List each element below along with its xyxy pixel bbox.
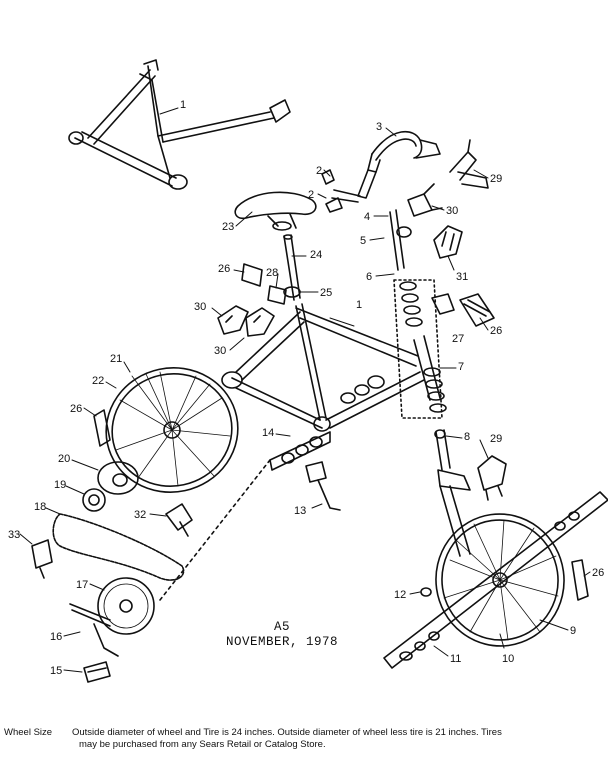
frame-upper-illustration — [68, 59, 291, 190]
footer-line-1: Wheel Size Outside diameter of wheel and … — [4, 727, 604, 739]
callout-clamp: 27 — [452, 333, 464, 345]
chainwheel-illustration — [97, 577, 155, 635]
front-brake-illustration — [477, 455, 507, 501]
callout-reflector-pedal: 26 — [490, 325, 502, 337]
frame-main-illustration — [221, 303, 425, 432]
callout-kickstand: 13 — [294, 505, 306, 517]
callout-crank-arm: 16 — [50, 631, 62, 643]
lever-cluster-illustration — [433, 225, 463, 259]
headset-stack-illustration — [393, 279, 447, 419]
seat-illustration — [234, 191, 317, 231]
callout-frame-top: 1 — [180, 99, 186, 111]
front-wheel-illustration — [435, 513, 565, 647]
callout-grip-upper: 2 — [316, 165, 322, 177]
footer-text-2: may be purchased from any Sears Retail o… — [79, 739, 326, 750]
callout-stem-wedge: 6 — [366, 271, 372, 283]
callout-labels: 1 1 2 2 3 4 6 5 7 8 9 10 11 12 13 14 15 … — [8, 99, 604, 677]
callout-frame-main: 1 — [356, 299, 362, 311]
callout-seat-clamp: 25 — [320, 287, 332, 299]
callout-front-brake: 29 — [490, 433, 502, 445]
page-number: A5 — [273, 620, 290, 634]
callout-brake-lever: 29 — [490, 173, 502, 185]
callout-reflector-front: 26 — [592, 567, 604, 579]
callout-washer: 12 — [394, 589, 406, 601]
bottom-bracket-illustration — [159, 375, 385, 601]
stem-illustration — [389, 209, 412, 271]
seat-post-illustration — [283, 234, 301, 301]
clamp-illustration — [431, 293, 495, 327]
callout-hub-plate: 20 — [58, 453, 70, 465]
callout-bottom-bracket: 14 — [262, 427, 274, 439]
reflector-front-illustration — [571, 559, 589, 601]
front-axle-illustration — [383, 491, 608, 669]
footer-text-1: Outside diameter of wheel and Tire is 24… — [72, 727, 502, 738]
callout-reflector-rear: 26 — [70, 403, 82, 415]
footer-label: Wheel Size — [4, 727, 53, 738]
rear-derailleur-illustration — [165, 503, 193, 537]
wheel-size-note: Wheel Size Outside diameter of wheel and … — [4, 727, 604, 751]
callout-seat: 23 — [222, 221, 234, 233]
callout-stem-bolt: 4 — [364, 211, 370, 223]
callout-chain: 18 — [34, 501, 46, 513]
callout-rear-tire: 21 — [110, 353, 122, 365]
reflector-left-illustration — [93, 409, 111, 447]
rear-wheel-illustration — [105, 367, 239, 493]
callout-freewheel: 19 — [54, 479, 66, 491]
callout-shifter-lower-left: 30 — [214, 345, 226, 357]
revision-date: NOVEMBER, 1978 — [225, 635, 339, 649]
brake-lever-top-illustration — [449, 139, 489, 189]
freewheel-illustration — [82, 488, 106, 512]
grip-illustration — [321, 169, 343, 213]
hub-plate-illustration — [97, 461, 139, 495]
callout-front-tire: 9 — [570, 625, 576, 637]
callout-front-axle: 11 — [450, 653, 461, 665]
callout-pedal: 15 — [50, 665, 62, 677]
callout-stem: 5 — [360, 235, 366, 247]
callout-front-rim: 10 — [502, 653, 514, 665]
callout-lever-cluster: 31 — [456, 271, 468, 283]
leader-lines — [19, 107, 591, 673]
handlebar-illustration — [331, 130, 441, 203]
callout-handlebar: 3 — [376, 121, 382, 133]
callout-grip-lower: 2 — [308, 189, 314, 201]
crank-arm-illustration — [69, 603, 119, 657]
callout-shifter-upper-left: 30 — [194, 301, 206, 313]
callout-fork: 8 — [464, 431, 470, 443]
kickstand-illustration — [305, 461, 341, 511]
callout-seat-post: 24 — [310, 249, 322, 261]
chain-illustration — [52, 513, 185, 581]
callout-headset: 7 — [458, 361, 464, 373]
shift-lever-left-illustration — [217, 305, 275, 337]
callout-rear-rim: 22 — [92, 375, 104, 387]
front-derailleur-illustration — [31, 539, 53, 579]
shifter-right-illustration — [407, 183, 443, 217]
page-stamp: A5 NOVEMBER, 1978 — [212, 620, 352, 650]
washer-illustration — [420, 587, 432, 597]
callout-reflector-seat: 26 — [218, 263, 230, 275]
callout-chainwheel: 17 — [76, 579, 88, 591]
callout-rear-derailleur: 32 — [134, 509, 146, 521]
callout-seat-bolt: 28 — [266, 267, 278, 279]
callout-shifter-right: 30 — [446, 205, 458, 217]
fork-illustration — [434, 429, 471, 557]
pedal-illustration — [83, 661, 111, 683]
callout-front-derailleur: 33 — [8, 529, 20, 541]
